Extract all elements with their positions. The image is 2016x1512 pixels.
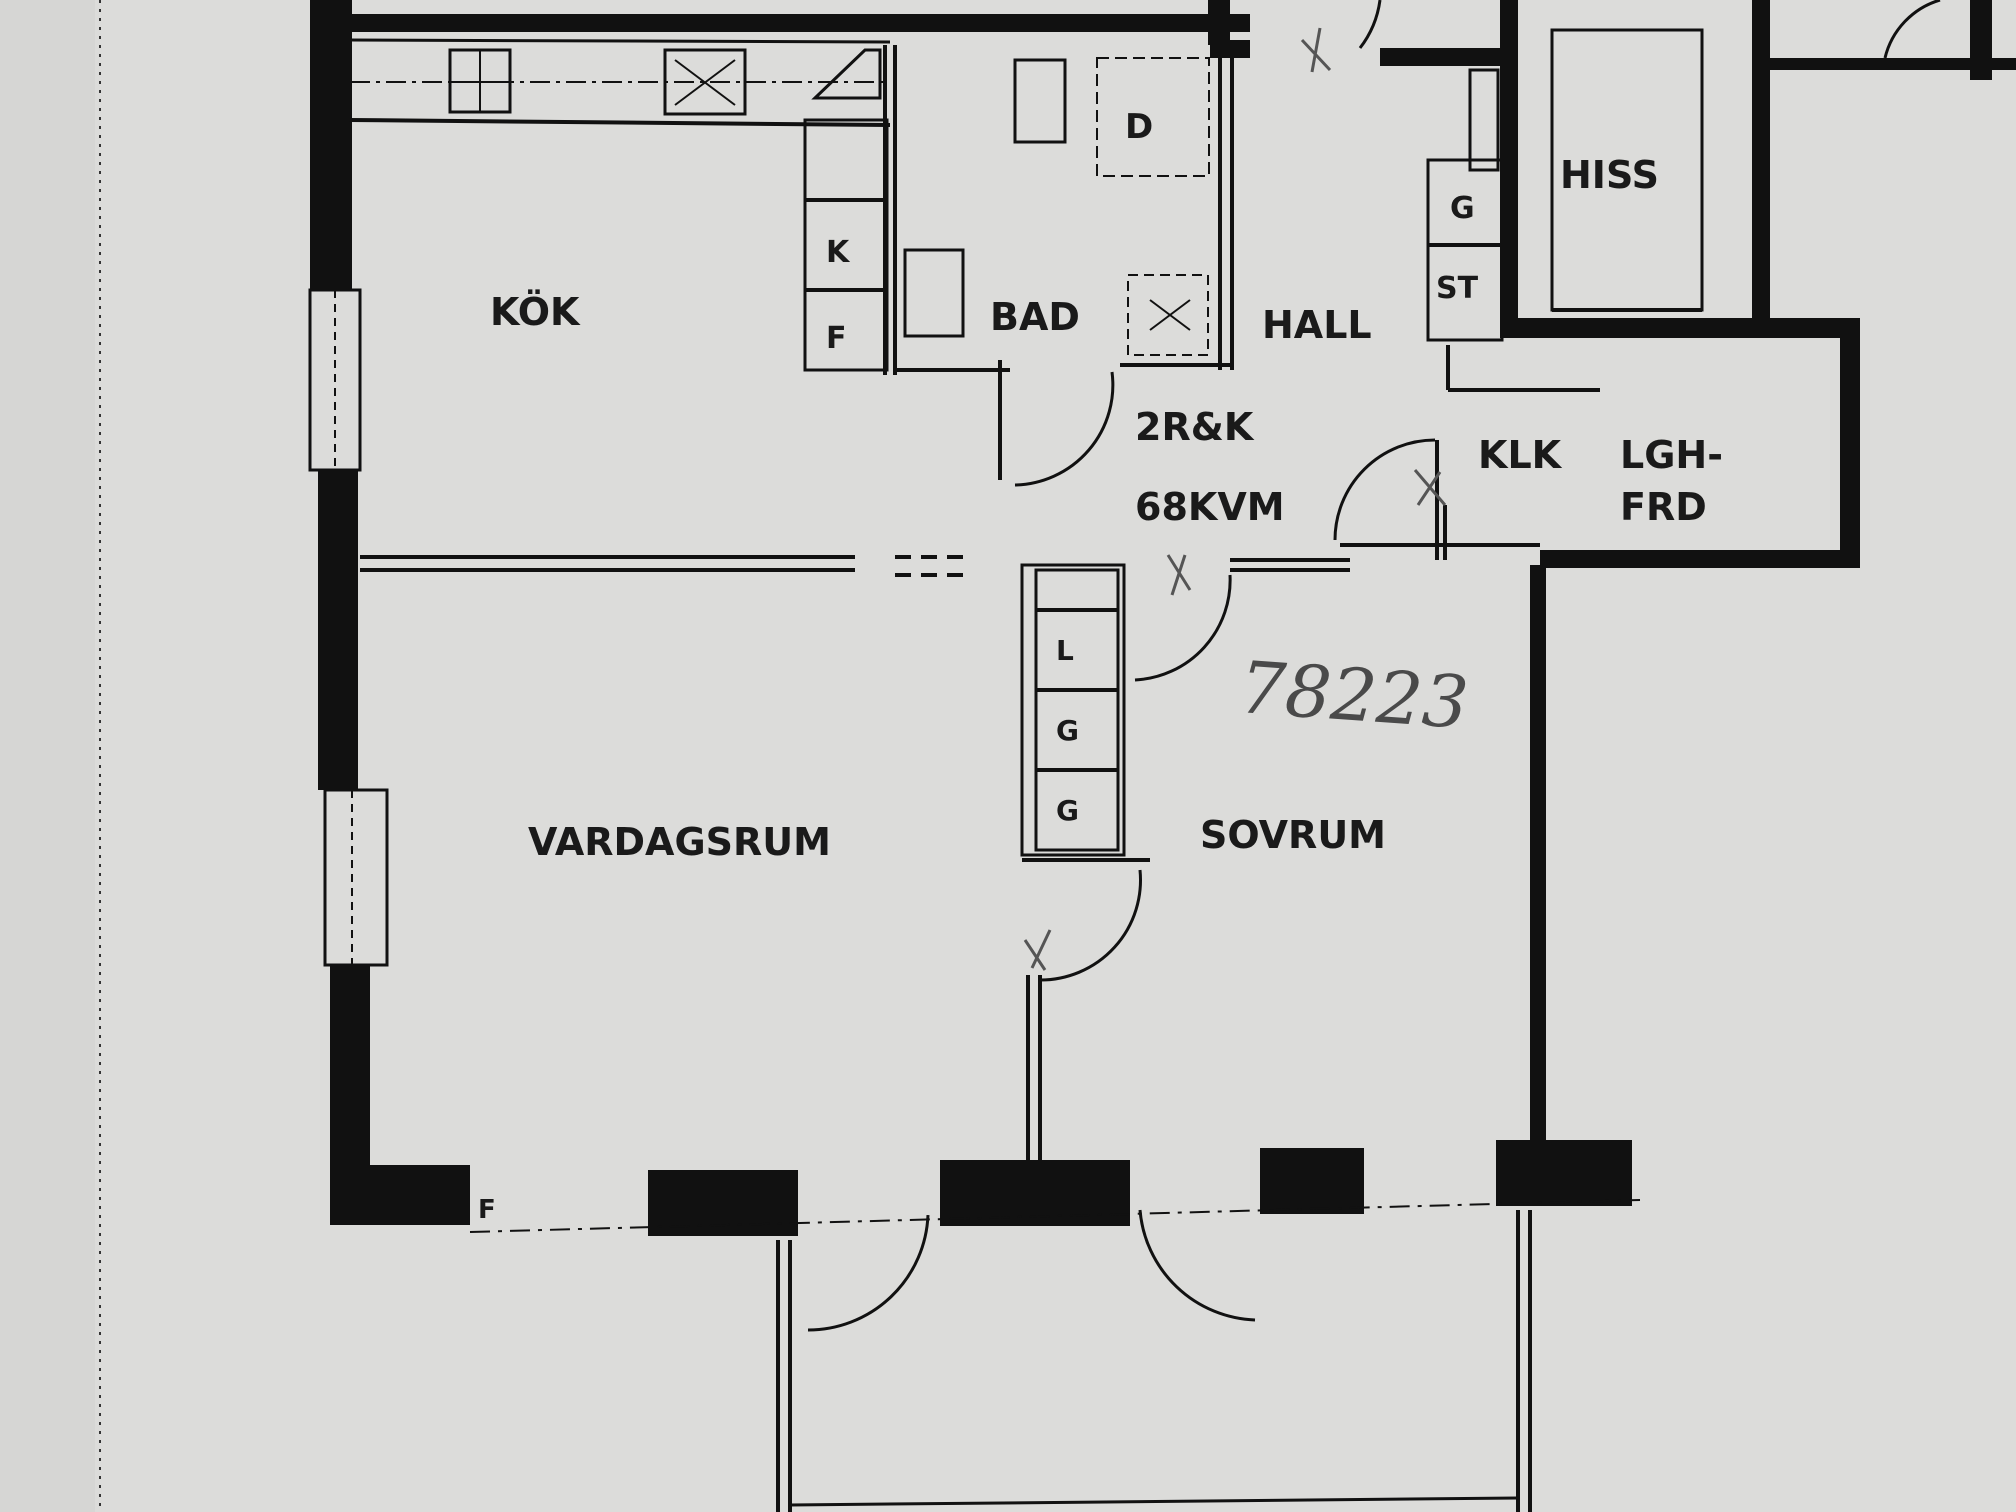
room-label-hiss: HISS xyxy=(1560,153,1659,197)
room-label-lgh-line2: FRD xyxy=(1620,485,1707,529)
fixture-l: L xyxy=(1056,634,1074,667)
room-label-lgh-line1: LGH- xyxy=(1620,433,1723,477)
room-label-vardagsrum: VARDAGSRUM xyxy=(528,820,831,864)
room-label-sovrum: SOVRUM xyxy=(1200,813,1386,857)
fixture-st: ST xyxy=(1436,271,1479,306)
room-label-klk: KLK xyxy=(1478,433,1563,477)
handwritten-number: 78223 xyxy=(1237,645,1471,745)
apartment-area: 68KVM xyxy=(1135,485,1285,529)
fixture-g-hall: G xyxy=(1450,191,1475,226)
room-label-hall: HALL xyxy=(1262,303,1372,347)
fixture-k: K xyxy=(826,235,851,270)
door-swings xyxy=(807,0,1941,1332)
fixture-g2: G xyxy=(1056,794,1079,827)
fixture-f-balcony: F xyxy=(478,1195,496,1225)
fixture-d: D xyxy=(1125,107,1153,147)
room-label-kok: KÖK xyxy=(490,290,581,334)
room-label-bad: BAD xyxy=(990,295,1080,339)
outer-walls xyxy=(310,0,2016,1225)
pencil-marks xyxy=(1023,27,1447,971)
fixture-g1: G xyxy=(1056,714,1079,747)
apartment-type: 2R&K xyxy=(1135,405,1255,449)
interior-walls xyxy=(308,28,1704,1512)
fixture-f: F xyxy=(826,321,847,356)
